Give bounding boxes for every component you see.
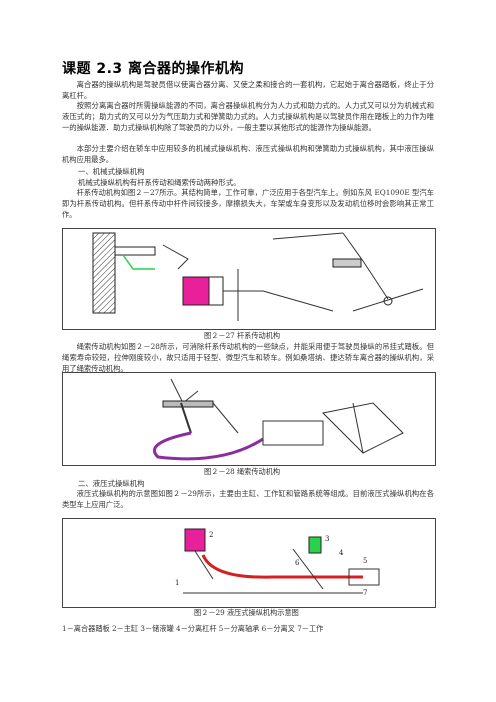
label-1: 1 — [175, 579, 179, 587]
pedal-upper-link — [272, 232, 344, 240]
intro-paragraph-1: 离合器的操纵机构是驾驶员借以使离合器分离、又使之柔和接合的一套机构，它起始于离合… — [62, 80, 434, 100]
label-4: 4 — [339, 549, 344, 557]
rod-linkage-diagram — [92, 232, 424, 321]
section1-paragraph: 杆系传动机构如图２－27所示。其结构简单，工作可靠，广泛应用于各型汽车上。例如东… — [62, 188, 434, 219]
pedal-lever — [362, 260, 389, 300]
pedal-mount — [162, 400, 214, 408]
figure-2-27-caption: 图２－27 杆系传动机构 — [204, 331, 281, 340]
figure-2-29-legend: 1－离合器踏板 2－主缸 3－储液罐 4－分离杠杆 5－分离轴承 6－分离叉 7… — [62, 624, 324, 633]
hydraulic-line — [201, 554, 363, 579]
figure-2-28 — [62, 372, 436, 466]
return-link — [352, 288, 424, 312]
push-rod — [262, 290, 334, 312]
reservoir — [308, 536, 322, 554]
section1-line1: 机械式操纵机构有杆系传动和绳索传动两种形式。 — [78, 178, 241, 187]
release-lever — [292, 548, 324, 590]
intro-paragraph-3: 本部分主要介绍在轿车中应用较多的机械式操纵机构、液压式操纵机构和弹簧助力式操纵机… — [62, 144, 434, 164]
figure-2-28-caption: 图２－28 绳索传动机构 — [204, 467, 281, 476]
section1-heading: 一、机械式操纵机构 — [78, 167, 145, 176]
figure-2-29: 1 2 3 4 5 6 7 — [62, 518, 436, 608]
pedal-arm — [342, 232, 364, 262]
section2-heading: 二、液压式操纵机构 — [78, 479, 145, 488]
linkage-block-pink — [182, 276, 210, 306]
label-5: 5 — [363, 557, 367, 565]
page-title: 课题 2.3 离合器的操作机构 — [62, 61, 245, 77]
release-fork — [352, 402, 364, 454]
bearing-bracket — [114, 246, 156, 256]
linkage-block-frame — [208, 276, 224, 306]
cable-linkage-diagram — [152, 378, 404, 461]
figure-2-29-caption: 图２－29 液压式操纵机构示意图 — [194, 608, 299, 617]
pedal-rod — [194, 550, 214, 580]
clutch-pedal — [332, 258, 362, 268]
label-3: 3 — [325, 535, 329, 543]
clutch-cable — [152, 431, 264, 461]
hydraulic-linkage-diagram: 1 2 3 4 5 6 7 — [175, 528, 380, 597]
section1-paragraph-2: 绳索传动机构如图２－28所示，可消除杆系传动机构的一些缺点，并能采用便于驾驶员操… — [62, 342, 434, 373]
release-fork-green — [122, 254, 155, 270]
cable-guide — [212, 402, 239, 434]
pedal-arm — [180, 402, 192, 434]
section2-paragraph: 液压式操纵机构的示意图如图２－29所示，主要由主缸、工作缸和管路系统等组成。目前… — [62, 489, 434, 509]
label-6: 6 — [295, 559, 300, 567]
clutch-housing — [92, 232, 116, 314]
figure-2-27 — [62, 228, 436, 330]
release-lever-assembly — [262, 420, 324, 446]
spring-link — [162, 244, 189, 270]
clutch-housing — [321, 402, 404, 454]
master-cylinder — [184, 528, 206, 552]
hanging-pedal-bracket — [170, 378, 199, 404]
slave-cylinder — [348, 568, 380, 586]
intro-paragraph-2: 按照分离离合器时所需操纵能源的不同，离合器操纵机构分为人力式和助力式的。人力式又… — [62, 101, 434, 132]
label-2: 2 — [209, 531, 213, 539]
label-7: 7 — [363, 589, 367, 597]
